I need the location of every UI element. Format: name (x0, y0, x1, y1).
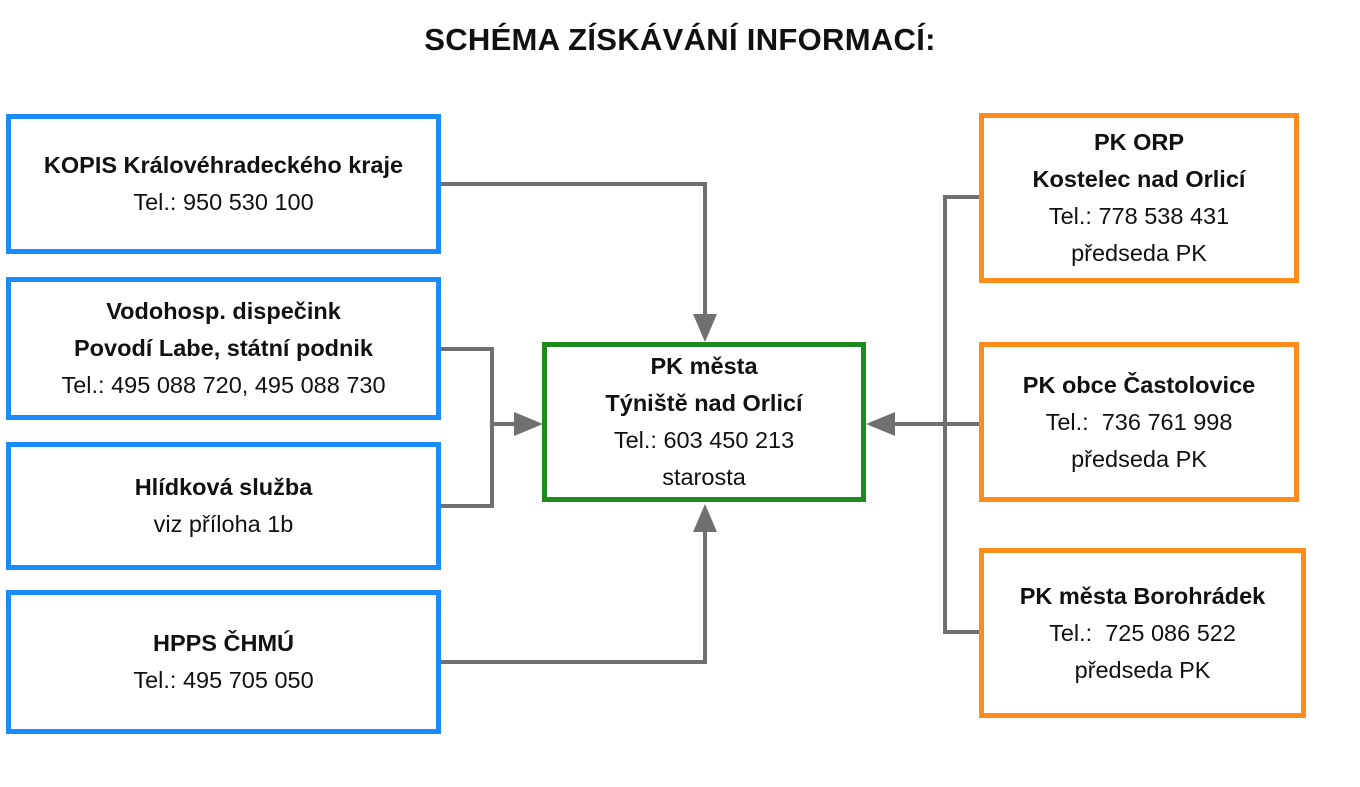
node-center-role: starosta (662, 464, 746, 490)
arrow-into-center-right (866, 412, 895, 436)
connector-orp (943, 195, 979, 424)
node-hpps-name: HPPS ČHMÚ (152, 630, 294, 656)
node-borohradek: PK města Borohrádek Tel.: 725 086 522 př… (979, 548, 1306, 718)
node-kopis-tel: Tel.: 950 530 100 (133, 189, 314, 215)
node-castolovice-tel: Tel.: 736 761 998 (1045, 408, 1233, 435)
node-borohradek-tel: Tel.: 725 086 522 (1049, 619, 1236, 646)
node-orp-tel: Tel.: 778 538 431 (1048, 203, 1230, 229)
node-vodohosp-name-2: Povodí Labe, státní podnik (74, 335, 373, 361)
node-orp: PK ORP Kostelec nad Orlicí Tel.: 778 538… (979, 113, 1299, 283)
node-vodohosp-tel: Tel.: 495 088 720, 495 088 730 (61, 372, 386, 398)
arrow-into-center-top (693, 314, 717, 342)
node-hpps-tel: Tel.: 495 705 050 (133, 667, 314, 693)
node-castolovice-role: předseda PK (1071, 445, 1207, 472)
node-hlidkova-name: Hlídková služba (134, 474, 313, 500)
node-orp-role: předseda PK (1071, 240, 1207, 266)
node-center-name-2: Týniště nad Orlicí (605, 390, 803, 416)
node-castolovice-name: PK obce Častolovice (1022, 371, 1256, 398)
diagram-title: SCHÉMA ZÍSKÁVÁNÍ INFORMACÍ: (424, 22, 936, 57)
node-hpps: HPPS ČHMÚ Tel.: 495 705 050 (6, 590, 441, 734)
node-orp-name-2: Kostelec nad Orlicí (1032, 166, 1246, 192)
node-kopis-name: KOPIS Královéhradeckého kraje (43, 152, 404, 178)
node-kopis: KOPIS Královéhradeckého kraje Tel.: 950 … (6, 114, 441, 254)
node-center-name-1: PK města (650, 353, 758, 379)
node-hlidkova: Hlídková služba viz příloha 1b (6, 442, 441, 570)
node-hlidkova-note: viz příloha 1b (153, 511, 294, 537)
arrow-into-center-left (514, 412, 543, 436)
connector-hpps (441, 526, 707, 664)
node-borohradek-role: předseda PK (1074, 656, 1211, 683)
node-center: PK města Týniště nad Orlicí Tel.: 603 45… (542, 342, 866, 502)
node-center-tel: Tel.: 603 450 213 (613, 427, 795, 453)
connector-hlidkova (441, 424, 494, 508)
arrow-into-center-bottom (693, 504, 717, 532)
node-castolovice: PK obce Častolovice Tel.: 736 761 998 př… (979, 342, 1299, 502)
connector-kopis (441, 182, 707, 322)
node-borohradek-name: PK města Borohrádek (1019, 582, 1266, 609)
node-vodohosp: Vodohosp. dispečink Povodí Labe, státní … (6, 277, 441, 420)
connector-vodohosp (441, 347, 494, 424)
connector-borohradek (943, 424, 979, 634)
node-orp-name-1: PK ORP (1093, 129, 1185, 155)
node-vodohosp-name-1: Vodohosp. dispečink (106, 298, 341, 324)
